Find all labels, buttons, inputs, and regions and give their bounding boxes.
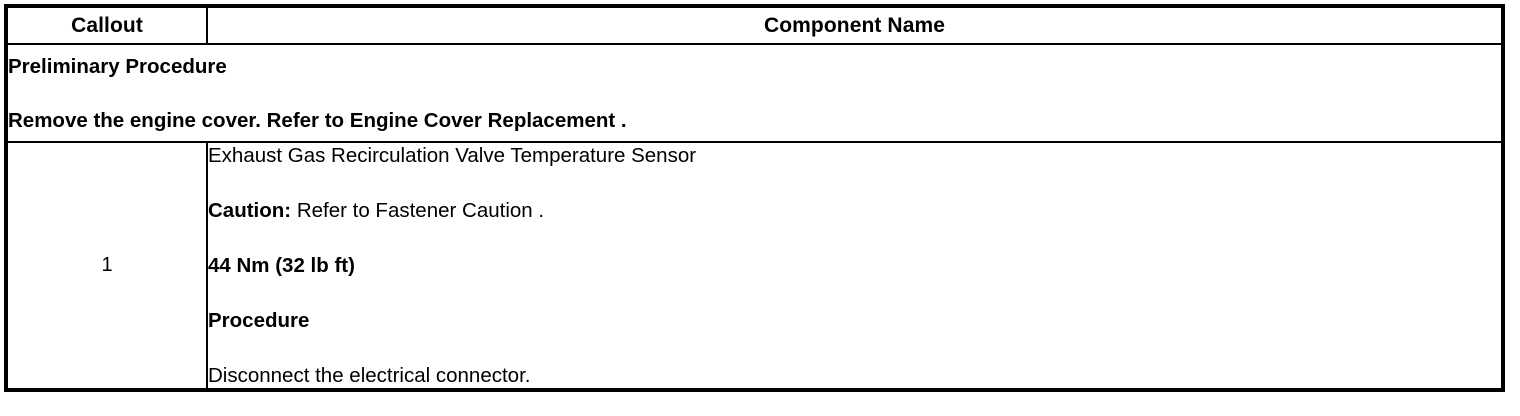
component-title: Exhaust Gas Recirculation Valve Temperat… [208,144,697,167]
service-procedure-table: Callout Component Name Preliminary Proce… [4,4,1505,392]
table-body: Preliminary Procedure Remove the engine … [5,43,1504,391]
callout-number-1: 1 [5,141,208,391]
table-row: 1 Exhaust Gas Recirculation Valve Temper… [5,141,1504,391]
caution-text: Refer to Fastener Caution . [291,199,545,222]
preliminary-spacer [8,80,1501,107]
table-header-row: Callout Component Name [5,5,1504,45]
component-detail-cell-1: Exhaust Gas Recirculation Valve Temperat… [206,141,1504,391]
caution-label: Caution: [208,199,292,222]
procedure-label: Procedure [208,309,310,332]
caution-line: Caution: Refer to Fastener Caution . [208,198,1501,223]
torque-specification: 44 Nm (32 lb ft) [208,254,355,277]
column-header-component-name: Component Name [206,5,1504,45]
column-header-callout: Callout [5,5,208,45]
preliminary-procedure-instruction: Remove the engine cover. Refer to Engine… [8,108,627,132]
procedure-step-1: Disconnect the electrical connector. [208,364,531,387]
preliminary-procedure-cell: Preliminary Procedure Remove the engine … [5,43,1504,143]
table-header: Callout Component Name [5,5,1504,45]
preliminary-procedure-title: Preliminary Procedure [8,54,227,78]
preliminary-procedure-row: Preliminary Procedure Remove the engine … [5,43,1504,143]
